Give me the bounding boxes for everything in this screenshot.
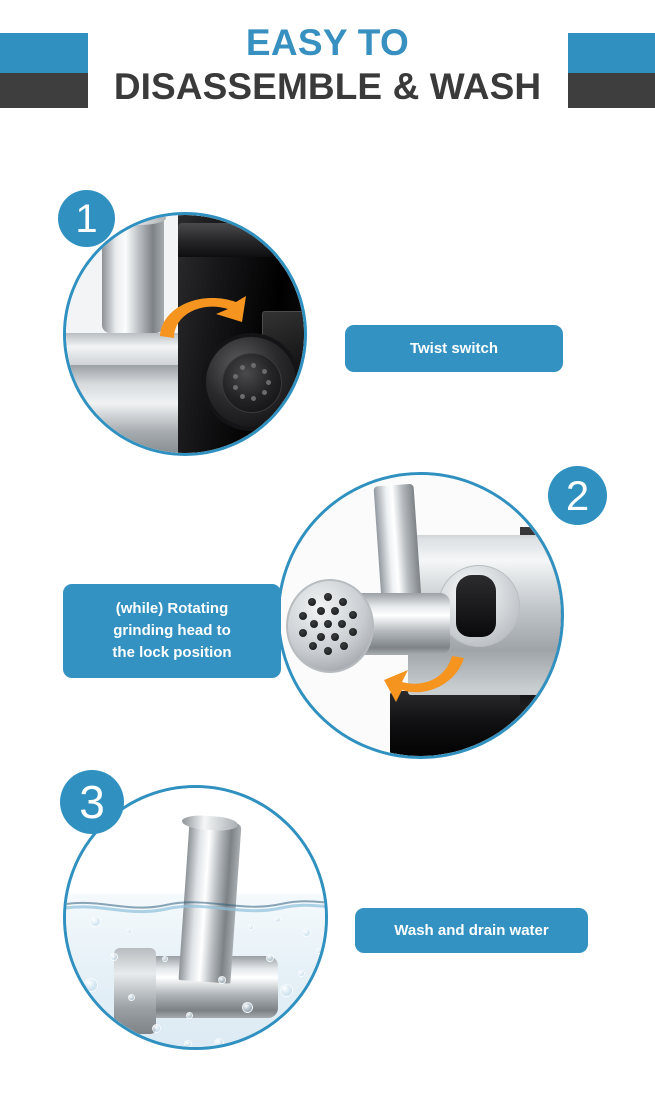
header-banner: EASY TO DISASSEMBLE & WASH [0, 0, 655, 130]
step-3-number: 3 [79, 776, 105, 828]
header-accent-bar-right-dark [568, 73, 655, 108]
step-2-callout-text: (while) Rotating grinding head to the lo… [112, 598, 231, 663]
step-3-photo-image [66, 788, 325, 1047]
water-bubble [128, 994, 135, 1001]
header-accent-bar-right [568, 33, 655, 108]
grinding-plate-holes [286, 579, 370, 669]
step-2-number-badge: 2 [548, 466, 607, 525]
water-bubble [274, 916, 281, 923]
step-2-callout: (while) Rotating grinding head to the lo… [63, 584, 281, 678]
water-bubble [298, 970, 305, 977]
step-1-photo-image [66, 215, 304, 453]
header-accent-bar-left-blue [0, 33, 88, 73]
step-3-callout: Wash and drain water [355, 908, 588, 953]
grinder-feed-tube-cap [100, 215, 166, 225]
step-1-rotation-arrow [160, 296, 246, 338]
step-2-callout-line-3: the lock position [112, 643, 232, 661]
step-3-number-badge: 3 [60, 770, 124, 834]
water-bubble [184, 1040, 192, 1047]
step-1-photo [63, 212, 307, 456]
header-accent-bar-right-blue [568, 33, 655, 73]
water-bubble [126, 928, 132, 934]
grinder-motor-housing-top [178, 223, 304, 257]
water-bubble [266, 954, 274, 962]
step-2-number: 2 [565, 471, 590, 519]
step-1-block: 1 Twist switch [0, 0, 655, 460]
header-accent-bar-left [0, 33, 88, 108]
water-bubble [316, 948, 322, 954]
step-2-rotation-arrow [384, 656, 464, 702]
water-bubble [162, 956, 168, 962]
step-2-photo-image [280, 475, 561, 756]
header-accent-bar-left-dark [0, 73, 88, 108]
grinder-feed-tube [102, 215, 164, 333]
water-bubble [280, 984, 293, 997]
water-bubble [248, 924, 254, 930]
step-2-photo [277, 472, 564, 759]
step-2-callout-line-1: (while) Rotating [115, 600, 229, 618]
grinder-switch [456, 575, 496, 637]
release-knob-texture [222, 353, 280, 411]
water-bubble [110, 953, 118, 961]
water-bubble [138, 1040, 145, 1047]
step-1-callout: Twist switch [345, 325, 563, 372]
water-bubble [218, 976, 226, 984]
water-bubble [152, 1024, 161, 1033]
page-title: EASY TO DISASSEMBLE & WASH [0, 24, 655, 105]
step-2-callout-line-2: grinding head to [113, 622, 231, 640]
step-1-number-badge: 1 [58, 190, 115, 247]
page-title-line-1: EASY TO [245, 22, 410, 63]
step-3-photo [63, 785, 328, 1050]
water-bubble [90, 916, 101, 927]
washed-locking-collar [114, 948, 156, 1034]
step-1-number: 1 [75, 196, 98, 241]
step-2-block: 2 (while) Rotating grinding head to the … [63, 466, 607, 759]
water-bubble [84, 978, 98, 992]
page-title-line-2: DISASSEMBLE & WASH [113, 65, 542, 107]
water-bubble [186, 1012, 193, 1019]
water-surface-line [66, 900, 325, 914]
step-3-callout-text: Wash and drain water [394, 921, 549, 939]
water-bubble [242, 1002, 253, 1013]
water-bubble [214, 1038, 224, 1047]
water-bubble [302, 928, 311, 937]
step-1-callout-text: Twist switch [409, 339, 499, 357]
